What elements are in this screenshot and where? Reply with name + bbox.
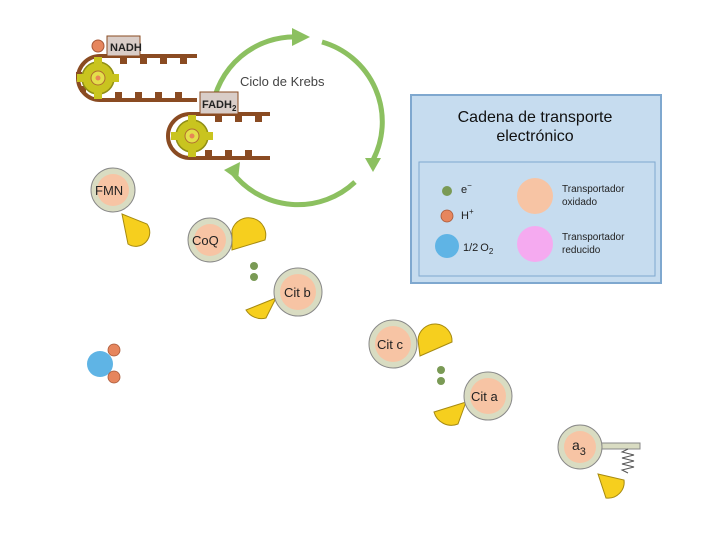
- legend-electron-sup: −: [467, 181, 472, 190]
- legend-proton-icon: [440, 209, 454, 223]
- legend-electron-main: e: [461, 184, 467, 196]
- electron-pair-cit-c: [437, 366, 445, 385]
- oxygen-molecule: [87, 343, 121, 384]
- fadh2-gear-assembly: FADH2: [166, 91, 270, 160]
- carrier-fmn-yellow-cap: [121, 213, 151, 247]
- carrier-a3-label-main: a: [572, 437, 580, 453]
- electron: [437, 377, 445, 385]
- carrier-cit-b: Cit b: [245, 267, 323, 320]
- legend-oxygen-sub: 2: [489, 247, 494, 256]
- legend-reduced-line1: Transportador: [562, 232, 625, 243]
- carrier-a3-label-sub: 3: [580, 446, 586, 458]
- krebs-cycle-arrow-right: [321, 39, 385, 162]
- fadh2-belt-teeth: [205, 116, 262, 156]
- carrier-coq-label: CoQ: [192, 233, 219, 248]
- legend-reduced-icon: [517, 226, 553, 262]
- gear-icon: [77, 57, 119, 99]
- carrier-coq-yellow-cap: [231, 217, 267, 251]
- carrier-cit-b-label: Cit b: [284, 285, 311, 300]
- krebs-cycle: Ciclo de Krebs: [209, 28, 385, 208]
- krebs-arrowhead-top: [292, 28, 310, 46]
- legend-electron-label: e−: [461, 181, 472, 196]
- a3-spring: [620, 448, 635, 474]
- carrier-a3-label: a3: [572, 437, 586, 458]
- electron: [250, 262, 258, 270]
- legend-proton-main: H: [461, 210, 469, 222]
- carrier-a3-core: [564, 431, 596, 463]
- carrier-cit-b-yellow-cap: [245, 297, 278, 320]
- legend-title-line2: electrónico: [496, 128, 573, 145]
- fadh2-flag: [199, 91, 239, 115]
- legend-oxidized-line1: Transportador: [562, 184, 625, 195]
- nadh-gear-assembly: NADH: [76, 35, 197, 102]
- krebs-cycle-arrow-bottom: [230, 170, 357, 208]
- nadh-proton: [91, 39, 105, 53]
- legend-oxygen-icon: [435, 234, 459, 258]
- legend-electron-icon: [442, 186, 452, 196]
- a3-arm: [597, 442, 641, 450]
- fadh2-belt: [166, 112, 270, 160]
- fadh2-label-sub: 2: [232, 104, 237, 113]
- carrier-cit-c-core: [375, 326, 411, 362]
- carrier-a3: a3: [557, 424, 641, 499]
- legend-proton-sup: +: [469, 207, 474, 216]
- legend-inner: [418, 161, 656, 277]
- proton: [107, 370, 121, 384]
- electron: [437, 366, 445, 374]
- carrier-fmn-label: FMN: [95, 183, 123, 198]
- carrier-coq: CoQ: [187, 217, 267, 263]
- legend: Cadena de transporte electrónico e− H+ 1…: [410, 94, 662, 284]
- krebs-cycle-label: Ciclo de Krebs: [240, 74, 325, 89]
- carrier-cit-b-core: [280, 274, 316, 310]
- electron-pair-coq: [250, 262, 258, 281]
- krebs-arrowhead-right: [365, 158, 381, 172]
- legend-oxygen-main: O: [480, 242, 489, 254]
- a3-yellow-cap: [597, 473, 625, 499]
- carrier-coq-core: [194, 224, 226, 256]
- gear-icon: [171, 115, 213, 157]
- legend-proton-label: H+: [461, 207, 474, 222]
- nadh-flag: [106, 35, 141, 57]
- electron: [250, 273, 258, 281]
- nadh-label: NADH: [110, 42, 142, 54]
- fadh2-label: FADH2: [202, 99, 237, 113]
- krebs-arrowhead-bottom: [224, 162, 240, 180]
- legend-reduced-line2: reducido: [562, 245, 601, 256]
- carrier-cit-c-label: Cit c: [377, 337, 404, 352]
- carrier-cit-c: Cit c: [368, 319, 453, 369]
- legend-oxidized-line2: oxidado: [562, 197, 597, 208]
- carrier-cit-a-yellow-cap: [433, 401, 467, 426]
- proton: [107, 343, 121, 357]
- carrier-cit-a: Cit a: [433, 371, 513, 426]
- carrier-cit-a-label: Cit a: [471, 389, 499, 404]
- carrier-fmn: FMN: [90, 167, 151, 247]
- carrier-cit-a-core: [470, 378, 506, 414]
- legend-oxygen-frac: 1/2: [463, 242, 478, 254]
- oxygen-atom: [87, 351, 113, 377]
- carrier-cit-c-yellow-cap: [417, 323, 453, 357]
- carrier-fmn-core: [97, 174, 129, 206]
- fadh2-label-main: FADH: [202, 99, 232, 111]
- legend-oxidized-icon: [517, 178, 553, 214]
- legend-title-line1: Cadena de transporte: [458, 109, 613, 126]
